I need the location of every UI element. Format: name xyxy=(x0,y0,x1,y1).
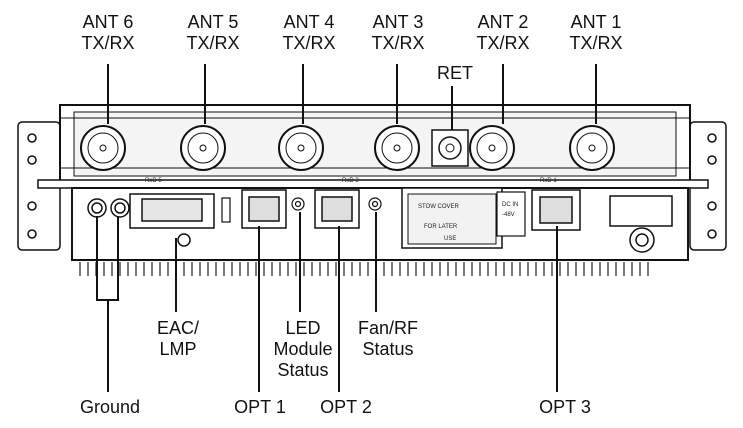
led-line1: LED xyxy=(285,318,321,338)
ant6-label: ANT 6 TX/RX xyxy=(81,12,134,54)
ant4-sub: TX/RX xyxy=(282,33,336,53)
ant1-name: ANT 1 xyxy=(570,12,622,32)
ground-label: Ground xyxy=(79,397,141,417)
chassis-rail xyxy=(37,179,709,189)
ant5-sub: TX/RX xyxy=(186,33,240,53)
leader-lines xyxy=(96,64,597,392)
ant4-connector xyxy=(278,125,324,171)
ret-label: RET xyxy=(437,63,473,83)
ret-connector xyxy=(431,129,469,167)
stow-mark-2: FOR LATER xyxy=(424,224,458,230)
fan-line2: Status xyxy=(362,339,414,359)
fan-rf-label: Fan/RF Status xyxy=(358,318,418,360)
rxd5-mark: RxD 5 xyxy=(145,178,162,184)
opt1-port xyxy=(241,189,287,229)
ant5-label: ANT 5 TX/RX xyxy=(186,12,239,54)
ant1-label: ANT 1 TX/RX xyxy=(569,12,622,54)
dc-mark-1: DC IN xyxy=(502,202,518,208)
rxd1-mark: RxD 1 xyxy=(540,178,557,184)
ant3-sub: TX/RX xyxy=(371,33,425,53)
fan-line1: Fan/RF xyxy=(357,318,419,338)
dc-in-plate xyxy=(496,191,526,237)
ant2-label: ANT 2 TX/RX xyxy=(476,12,529,54)
opt2-label: OPT 2 xyxy=(320,397,372,417)
ant2-connector xyxy=(469,125,515,171)
rxd3-mark: RxD 3 xyxy=(342,178,359,184)
lower-panel xyxy=(71,187,689,276)
led-status-label: LED Module Status xyxy=(273,318,332,381)
cooling-grille xyxy=(79,262,649,276)
eac-lmp-label: EAC/ LMP xyxy=(157,318,199,360)
ground-terminals xyxy=(87,198,130,218)
led-line2: Module xyxy=(273,339,333,359)
eac-latch xyxy=(221,197,231,223)
eac-line1: EAC/ xyxy=(156,318,200,338)
ant5-connector xyxy=(180,125,226,171)
antenna-connectors xyxy=(80,125,615,171)
ant6-sub: TX/RX xyxy=(81,33,135,53)
led-line3: Status xyxy=(277,360,329,380)
opt3-label: OPT 3 xyxy=(539,397,591,417)
fan-rf-indicator xyxy=(368,197,382,211)
ant3-name: ANT 3 xyxy=(372,12,424,32)
ant2-name: ANT 2 xyxy=(477,12,529,32)
ant1-connector xyxy=(569,125,615,171)
ant3-label: ANT 3 TX/RX xyxy=(371,12,424,54)
ant2-sub: TX/RX xyxy=(476,33,530,53)
ant6-name: ANT 6 xyxy=(82,12,134,32)
led-indicator xyxy=(291,197,305,211)
stow-mark-1: STOW COVER xyxy=(418,204,460,210)
ant4-label: ANT 4 TX/RX xyxy=(282,12,335,54)
stow-cover xyxy=(401,187,503,249)
ant5-name: ANT 5 xyxy=(187,12,239,32)
ant1-sub: TX/RX xyxy=(569,33,623,53)
stow-mark-3: USE xyxy=(444,236,456,242)
ant3-connector xyxy=(374,125,420,171)
eac-line2: LMP xyxy=(159,339,197,359)
ant6-connector xyxy=(80,125,126,171)
opt1-label: OPT 1 xyxy=(234,397,286,417)
ant4-name: ANT 4 xyxy=(283,12,335,32)
eac-lmp-connector xyxy=(129,193,215,247)
side-fixture xyxy=(609,195,673,253)
dc-mark-2: -48V xyxy=(502,212,515,218)
opt3-port xyxy=(531,189,581,231)
opt2-port xyxy=(314,189,360,229)
